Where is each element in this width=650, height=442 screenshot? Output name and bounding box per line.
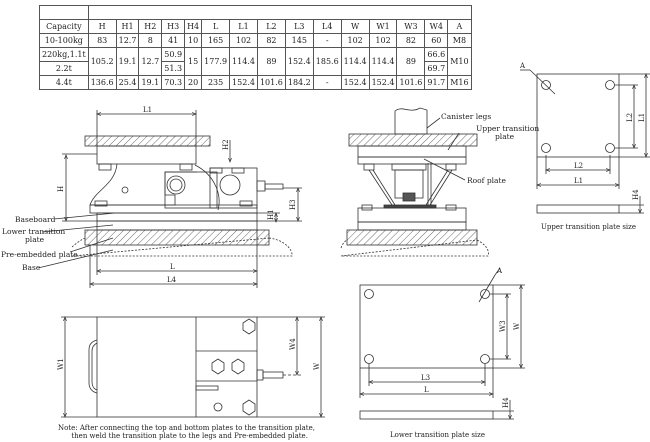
upper-plate <box>536 73 620 158</box>
dim-label: A <box>496 267 503 275</box>
cell: 101.6 <box>256 75 286 90</box>
lower-plate <box>359 284 494 369</box>
cell: 152.4 <box>340 75 370 90</box>
upper-transition-plate <box>84 135 211 147</box>
upper-plate-caption: Upper transition plate size <box>541 223 636 231</box>
label-upper-transition-2: plate <box>495 132 515 141</box>
roof-plate <box>96 145 197 165</box>
bolt-hole <box>541 80 551 90</box>
dim-label: L2 <box>574 162 583 170</box>
note-text: Note: After connecting the top and botto… <box>58 424 315 440</box>
dim-label: W1 <box>57 358 65 370</box>
side-view <box>37 110 302 288</box>
dim-label: H3 <box>289 199 297 210</box>
front-view <box>340 107 489 257</box>
dim-label: H <box>57 186 65 192</box>
dim-label: W3 <box>499 320 507 332</box>
dim-label: L1 <box>574 177 583 185</box>
spec-table: Capacity H H1 H2 H3 H4 L L1 L2 L3 L4 W W… <box>39 5 472 90</box>
label-lower-transition-2: plate <box>25 235 45 244</box>
cell: 105.2 <box>87 47 117 76</box>
label-upper-transition: Upper transition <box>476 124 539 133</box>
cell: 20 <box>184 75 203 90</box>
lower-plate-drawing <box>359 267 525 419</box>
dim-label: L1 <box>638 113 646 122</box>
dim-label: L4 <box>167 276 177 284</box>
dim-label: H2 <box>222 139 230 150</box>
label-canister-legs: Canister legs <box>441 112 491 121</box>
bolt-hole <box>541 143 551 153</box>
dim-label: L1 <box>143 106 152 114</box>
cell: 19.1 <box>138 75 163 90</box>
label-roof-plate: Roof plate <box>467 176 507 185</box>
cell: 101.6 <box>396 75 426 90</box>
dim-label: A <box>519 62 526 70</box>
dim-label: W4 <box>289 338 297 350</box>
table-row: 4.4t 136.6 25.4 19.1 70.3 20 235 152.4 1… <box>39 75 472 90</box>
cell: 25.4 <box>115 75 140 90</box>
dim-label: L <box>170 263 175 271</box>
dim-label: H4 <box>502 397 510 408</box>
dim-label: L3 <box>421 374 430 382</box>
table-header-row: Capacity H H1 H2 H3 H4 L L1 L2 L3 L4 W W… <box>39 19 472 34</box>
label-lower-transition: Lower transition <box>2 227 65 236</box>
dim-label: H4 <box>632 189 640 200</box>
cell: M16 <box>447 75 472 90</box>
label-pre-embedded: Pre-embedded plate <box>1 250 78 259</box>
cell: 114.4 <box>368 47 398 76</box>
upper-plate-drawing <box>520 69 650 213</box>
dim-label: W <box>513 322 521 330</box>
cell: 89 <box>396 47 426 76</box>
label-base: Base <box>22 263 41 272</box>
cell: 136.6 <box>87 75 117 90</box>
lower-transition-plate <box>96 220 258 231</box>
bolt-hole <box>605 143 615 153</box>
table-row: 220kg,1.1t 105.2 19.1 12.7 50.9 15 177.9… <box>39 47 472 76</box>
lower-plate-caption: Lower transition plate size <box>390 431 485 439</box>
dim-label: L2 <box>626 113 634 122</box>
dim-label: W <box>313 362 321 370</box>
dim-label: H1 <box>267 209 275 220</box>
baseboard <box>96 212 258 222</box>
pre-embedded-plate <box>84 229 270 246</box>
top-view <box>61 317 325 417</box>
cell: 152.4 <box>368 75 398 90</box>
label-baseboard: Baseboard <box>15 215 56 224</box>
bolt-hole <box>605 80 615 90</box>
dim-label: L <box>424 386 429 394</box>
